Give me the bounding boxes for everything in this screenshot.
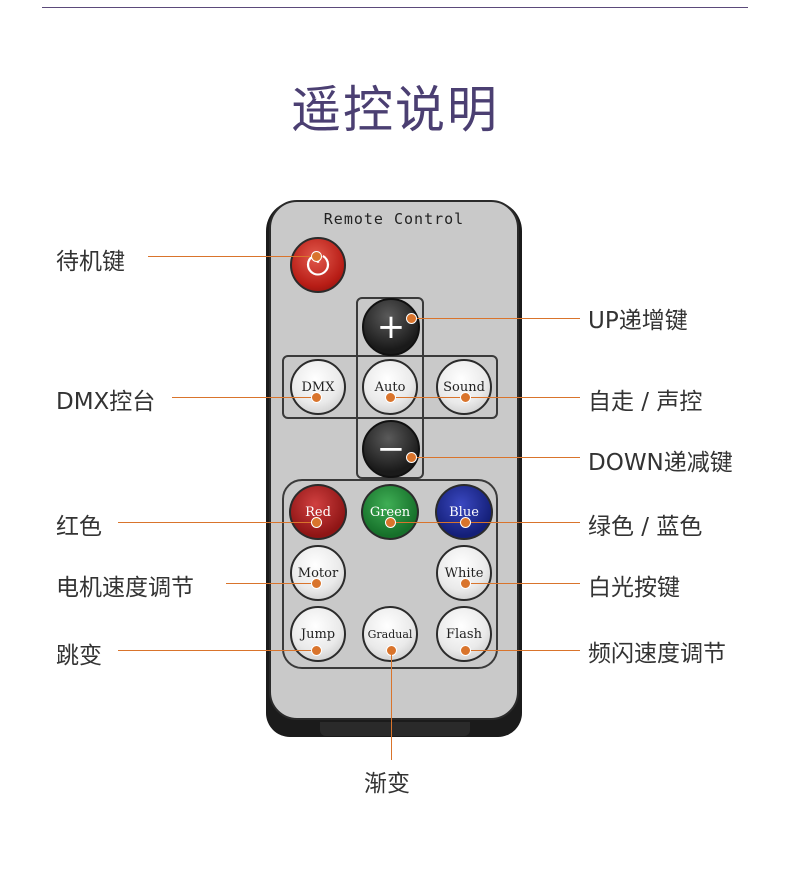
- motor-button-label: Motor: [297, 565, 339, 581]
- label-green-blue: 绿色 / 蓝色: [588, 514, 703, 540]
- label-standby: 待机键: [56, 249, 125, 275]
- label-gradual: 渐变: [364, 771, 410, 797]
- label-motor-speed: 电机速度调节: [56, 575, 194, 601]
- minus-icon: −: [376, 429, 406, 469]
- leader-auto-sound: [390, 397, 580, 398]
- label-white: 白光按键: [588, 575, 680, 601]
- marker-auto: [385, 392, 396, 403]
- auto-button[interactable]: Auto: [362, 359, 418, 415]
- marker-motor: [311, 578, 322, 589]
- motor-button[interactable]: Motor: [290, 545, 346, 601]
- leader-motor: [226, 583, 316, 584]
- green-button[interactable]: Green: [361, 484, 419, 540]
- power-button[interactable]: ⏻: [290, 237, 346, 293]
- blue-button[interactable]: Blue: [435, 484, 493, 540]
- blue-button-label: Blue: [449, 504, 479, 520]
- dpad-outline-horizontal: [282, 355, 498, 419]
- sound-button-label: Sound: [443, 379, 485, 395]
- marker-jump: [311, 645, 322, 656]
- marker-red: [311, 517, 322, 528]
- leader-gradual: [391, 650, 392, 760]
- plus-icon: +: [376, 307, 406, 347]
- leader-jump: [118, 650, 316, 651]
- green-button-label: Green: [369, 504, 411, 520]
- leader-white: [465, 583, 580, 584]
- color-block-outline: [282, 479, 498, 669]
- dmx-button-label: DMX: [301, 379, 335, 395]
- label-up: UP递增键: [588, 308, 688, 334]
- label-flash-speed: 频闪速度调节: [588, 641, 726, 667]
- marker-down: [406, 452, 417, 463]
- top-divider: [42, 7, 748, 8]
- marker-flash: [460, 645, 471, 656]
- red-button[interactable]: Red: [289, 484, 347, 540]
- sound-button[interactable]: Sound: [436, 359, 492, 415]
- leader-standby: [148, 256, 316, 257]
- jump-button[interactable]: Jump: [290, 606, 346, 662]
- marker-green: [385, 517, 396, 528]
- marker-standby: [311, 251, 322, 262]
- white-button[interactable]: White: [436, 545, 492, 601]
- label-auto-sound: 自走 / 声控: [588, 389, 703, 415]
- label-jump: 跳变: [56, 643, 102, 669]
- dmx-button[interactable]: DMX: [290, 359, 346, 415]
- marker-dmx: [311, 392, 322, 403]
- marker-blue: [460, 517, 471, 528]
- marker-white: [460, 578, 471, 589]
- up-button[interactable]: +: [362, 298, 420, 356]
- leader-flash: [465, 650, 580, 651]
- flash-button-label: Flash: [446, 626, 482, 642]
- label-down: DOWN递减键: [588, 450, 733, 476]
- remote-brand-label: Remote Control: [323, 210, 465, 228]
- label-red: 红色: [56, 514, 102, 540]
- gradual-button[interactable]: Gradual: [362, 606, 418, 662]
- leader-green-blue: [390, 522, 580, 523]
- leader-red: [118, 522, 316, 523]
- down-button[interactable]: −: [362, 420, 420, 478]
- leader-up: [412, 318, 580, 319]
- label-dmx: DMX控台: [56, 389, 156, 415]
- page-title: 遥控说明: [291, 81, 499, 139]
- leader-down: [412, 457, 580, 458]
- marker-up: [406, 313, 417, 324]
- leader-dmx: [172, 397, 316, 398]
- remote-battery-edge: [320, 722, 470, 736]
- jump-button-label: Jump: [300, 626, 336, 642]
- red-button-label: Red: [305, 504, 331, 520]
- auto-button-label: Auto: [374, 379, 406, 395]
- gradual-button-label: Gradual: [367, 627, 413, 641]
- marker-sound: [460, 392, 471, 403]
- white-button-label: White: [444, 565, 484, 581]
